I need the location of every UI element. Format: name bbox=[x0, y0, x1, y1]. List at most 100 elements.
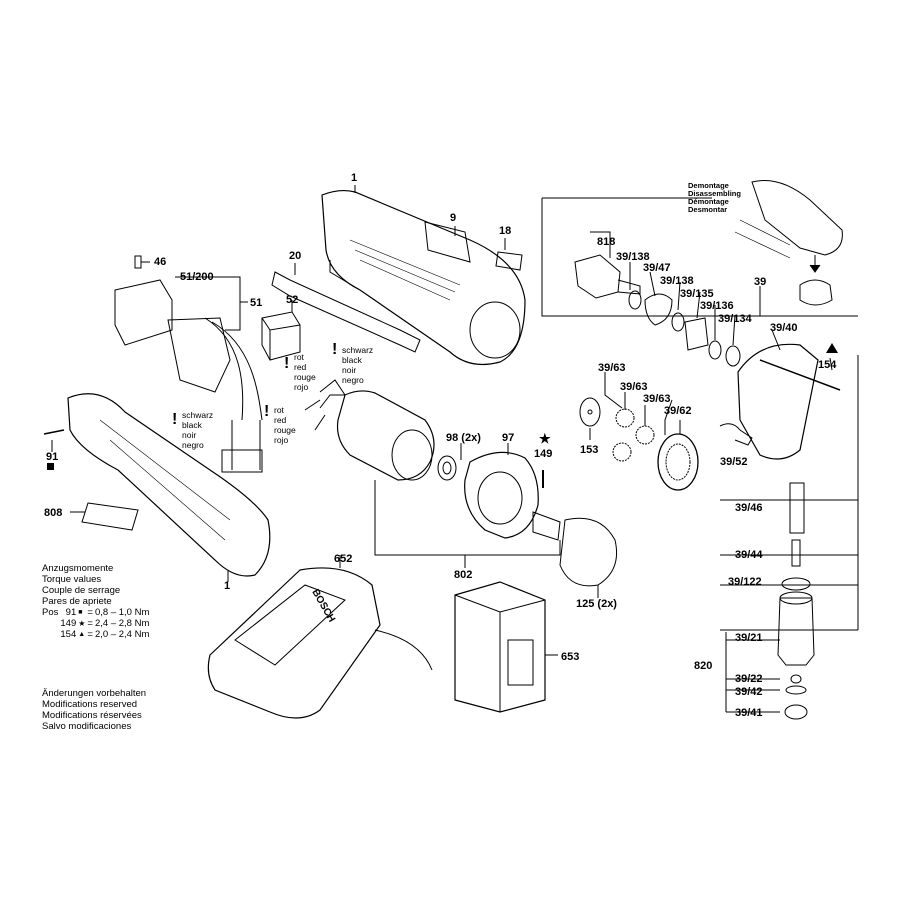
label-part-97: 97 bbox=[502, 432, 515, 444]
label-part-98: 98 (2x) bbox=[446, 432, 481, 444]
label-part-154: 154 bbox=[818, 359, 837, 371]
torque-symbol: ■ bbox=[78, 609, 83, 616]
label-part-39-138-a: 39/138 bbox=[616, 251, 650, 263]
o-ring-39-42 bbox=[785, 685, 807, 695]
bearing-39-134 bbox=[725, 345, 741, 367]
label-part-39: 39 bbox=[754, 276, 767, 288]
torque-pos: 91 bbox=[65, 607, 77, 618]
label-part-39-62: 39/62 bbox=[664, 405, 692, 417]
housing-part-1-bottom bbox=[67, 393, 271, 577]
torque-pos: 149 bbox=[60, 618, 77, 629]
screw-46 bbox=[134, 255, 142, 269]
charger-slot bbox=[234, 584, 346, 666]
flange-97-ring bbox=[477, 471, 523, 525]
motor-terminals bbox=[304, 399, 326, 431]
leaders-39-group bbox=[629, 262, 736, 346]
warning-icon-switch-black: ! bbox=[172, 411, 178, 428]
planet-gear-2 bbox=[635, 425, 655, 445]
label-part-39-52: 39/52 bbox=[720, 456, 748, 468]
demontage-arrowhead bbox=[809, 264, 821, 273]
motor-leads bbox=[319, 379, 346, 409]
label-part-18: 18 bbox=[499, 225, 512, 237]
wire-connector bbox=[221, 449, 263, 473]
torque-heading: Anzugsmomente Torque values Couple de se… bbox=[42, 563, 121, 607]
leader-154 bbox=[829, 357, 833, 371]
housing-opening bbox=[469, 301, 521, 359]
label-part-1-bottom: 1 bbox=[224, 580, 231, 592]
part-18 bbox=[495, 251, 523, 271]
screw-91 bbox=[43, 429, 65, 435]
label-part-818: 818 bbox=[597, 236, 616, 248]
label-part-1-top: 1 bbox=[351, 172, 358, 184]
label-part-39-41: 39/41 bbox=[735, 707, 763, 719]
torque-value: 2,0 – 2,4 Nm bbox=[94, 629, 150, 640]
label-part-39-138-b: 39/138 bbox=[660, 275, 694, 287]
charger-652 bbox=[207, 567, 381, 719]
leader-39-62 bbox=[664, 399, 681, 435]
nut-39-41 bbox=[784, 704, 808, 720]
leader-39-63 bbox=[604, 372, 646, 426]
washer-153 bbox=[579, 397, 601, 427]
o-ring-39-122 bbox=[781, 577, 811, 591]
label-part-39-63-c: 39/63 bbox=[643, 393, 671, 405]
cam-39-47 bbox=[644, 293, 673, 326]
electronics-board bbox=[114, 279, 173, 346]
battery-edges bbox=[454, 594, 546, 712]
torque-value: 2,4 – 2,8 Nm bbox=[94, 618, 150, 629]
triangle-marker-154 bbox=[826, 343, 838, 353]
torque-pos-label: Pos bbox=[42, 607, 59, 618]
torque-symbol: ▲ bbox=[78, 631, 86, 638]
label-part-39-63-b: 39/63 bbox=[620, 381, 648, 393]
torque-pos: 154 bbox=[60, 629, 77, 640]
torque-value: 0,8 – 1,0 Nm bbox=[94, 607, 150, 618]
label-part-52: 52 bbox=[286, 294, 299, 306]
die-39-21 bbox=[777, 597, 815, 666]
die-39-21-top bbox=[779, 591, 813, 605]
ring-gear-39-62 bbox=[657, 433, 699, 491]
torque-symbol: ★ bbox=[78, 619, 86, 628]
washer-39-138-b bbox=[671, 312, 685, 332]
gasket-125 bbox=[559, 517, 618, 587]
washer-98-hole bbox=[442, 461, 452, 475]
label-part-39-122: 39/122 bbox=[728, 576, 762, 588]
pin-39-46 bbox=[789, 482, 805, 534]
label-part-39-46: 39/46 bbox=[735, 502, 763, 514]
charger-cable bbox=[374, 629, 433, 671]
ring-gear-teeth bbox=[665, 443, 691, 481]
label-part-9: 9 bbox=[450, 212, 457, 224]
bearing-39-135 bbox=[684, 317, 709, 351]
coupling-shaft bbox=[532, 511, 561, 541]
label-part-153: 153 bbox=[580, 444, 599, 456]
label-part-39-22: 39/22 bbox=[735, 673, 763, 685]
switch-module bbox=[167, 317, 231, 393]
torque-table: Pos 91 ■ = 0,8 – 1,0 Nm 149 ★ = 2,4 – 2,… bbox=[42, 607, 151, 640]
label-part-20: 20 bbox=[289, 250, 302, 262]
warning-icon-motor-black: ! bbox=[332, 341, 338, 358]
torque-row: 154 ▲ = 2,0 – 2,4 Nm bbox=[60, 629, 150, 640]
bracket-802 bbox=[374, 480, 561, 556]
label-part-39-44: 39/44 bbox=[735, 549, 763, 561]
label-part-808: 808 bbox=[44, 507, 63, 519]
leader-818 bbox=[590, 231, 611, 258]
label-part-39-47: 39/47 bbox=[643, 262, 671, 274]
motor bbox=[336, 390, 435, 481]
spindle-818-shaft bbox=[617, 279, 641, 295]
label-part-125: 125 (2x) bbox=[576, 598, 617, 610]
square-marker-91 bbox=[47, 463, 54, 470]
warning-icon-switch-red: ! bbox=[264, 403, 270, 420]
torque-row: Pos 91 ■ = 0,8 – 1,0 Nm bbox=[42, 607, 150, 618]
label-part-39-63-a: 39/63 bbox=[598, 362, 626, 374]
label-part-653: 653 bbox=[561, 651, 580, 663]
battery-653 bbox=[454, 581, 546, 713]
pin-39-44 bbox=[791, 539, 801, 567]
plate-part-9 bbox=[424, 221, 471, 263]
planet-gear-3 bbox=[612, 442, 632, 462]
demontage-part bbox=[799, 279, 833, 306]
label-part-39-42: 39/42 bbox=[735, 686, 763, 698]
label-part-39-135: 39/135 bbox=[680, 288, 714, 300]
washer-98 bbox=[437, 455, 457, 481]
